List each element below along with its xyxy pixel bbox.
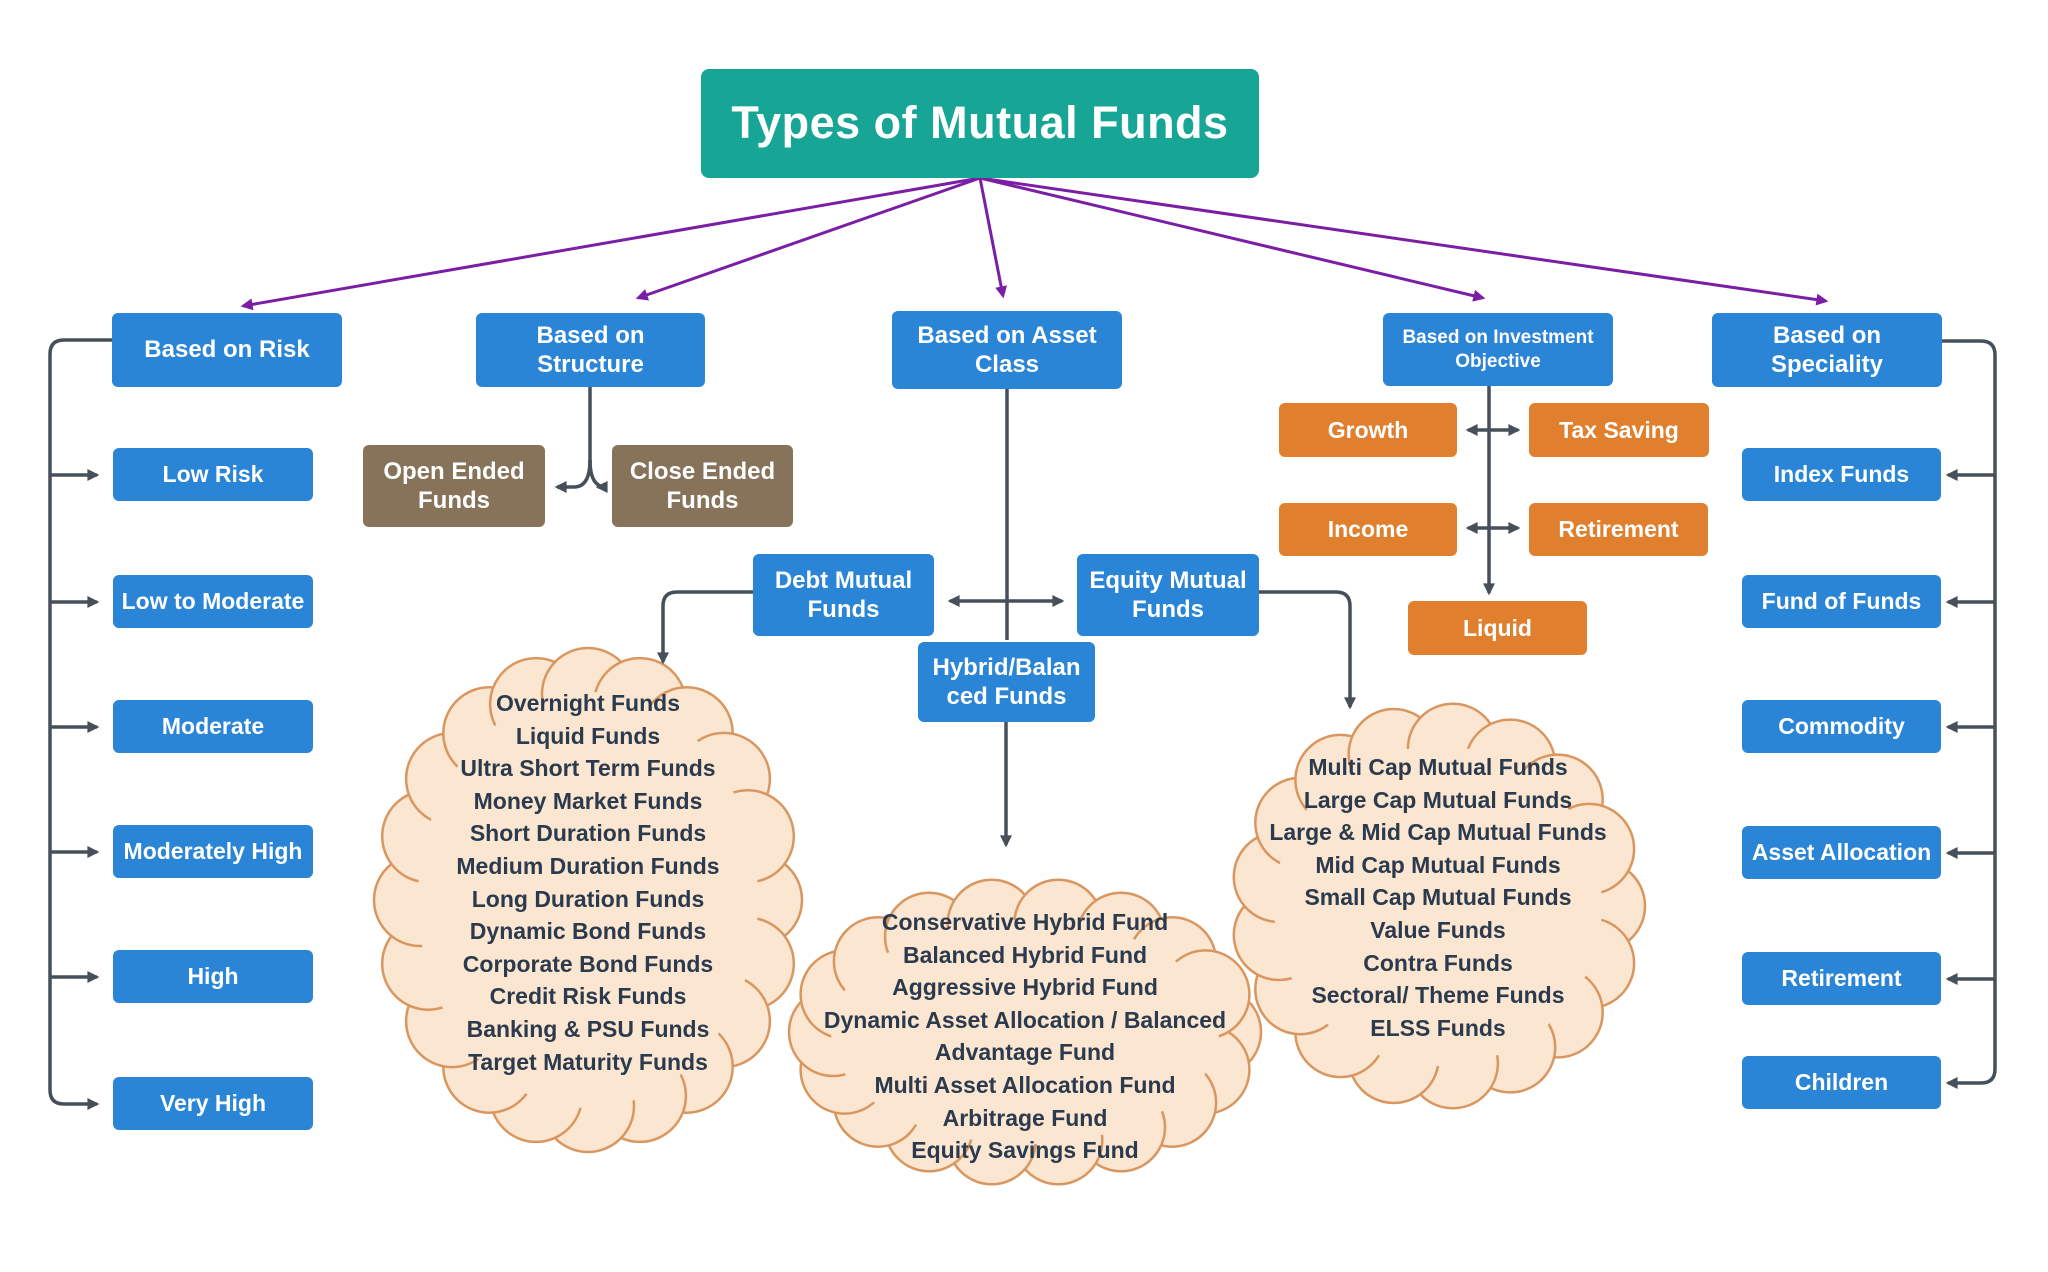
asset-hybrid-balanced-funds: Hybrid/Balanced Funds: [918, 642, 1095, 722]
debt-fund-item: Banking & PSU Funds: [466, 1015, 710, 1042]
hybrid-cloud: [787, 878, 1263, 1186]
debt-fund-item: Medium Duration Funds: [456, 852, 720, 879]
equity-cloud-list: Multi Cap Mutual Funds Large Cap Mutual …: [1218, 751, 1658, 1044]
structure-open-ended-funds: Open Ended Funds: [363, 445, 545, 527]
equity-fund-item: Sectoral/ Theme Funds: [1311, 982, 1565, 1009]
hybrid-fund-item: Balanced Hybrid Fund: [902, 941, 1148, 968]
title-fan-arrows: [240, 176, 1829, 311]
debt-fund-item: Target Maturity Funds: [468, 1048, 708, 1075]
risk-item-low-to-moderate: Low to Moderate: [113, 575, 313, 628]
equity-fund-item: Value Funds: [1370, 916, 1506, 943]
risk-item-low-risk: Low Risk: [113, 448, 313, 501]
hybrid-fund-item: Equity Savings Fund: [911, 1137, 1139, 1164]
category-based-on-structure: Based on Structure: [476, 313, 705, 387]
speciality-item-commodity: Commodity: [1742, 700, 1941, 753]
debt-fund-item: Long Duration Funds: [471, 885, 705, 912]
risk-item-moderate: Moderate: [113, 700, 313, 753]
debt-fund-item: Overnight Funds: [496, 690, 680, 716]
speciality-tree-connectors: [1942, 339, 1997, 1089]
equity-fund-item: Mid Cap Mutual Funds: [1315, 851, 1561, 878]
speciality-item-index-funds: Index Funds: [1742, 448, 1941, 501]
risk-tree-connectors: [48, 338, 112, 1110]
risk-item-moderately-high: Moderately High: [113, 825, 313, 878]
asset-equity-mutual-funds: Equity Mutual Funds: [1077, 554, 1259, 636]
debt-fund-item: Money Market Funds: [473, 787, 703, 814]
category-based-on-risk: Based on Risk: [112, 313, 342, 387]
objective-income: Income: [1279, 503, 1457, 556]
equity-fund-item: Contra Funds: [1363, 949, 1513, 976]
category-based-on-asset-class: Based on Asset Class: [892, 311, 1122, 389]
debt-fund-item: Liquid Funds: [515, 722, 661, 749]
debt-cloud: [372, 646, 804, 1154]
debt-fund-item: Dynamic Bond Funds: [469, 918, 707, 945]
risk-item-high: High: [113, 950, 313, 1003]
speciality-item-fund-of-funds: Fund of Funds: [1742, 575, 1941, 628]
debt-fund-item: Short Duration Funds: [469, 820, 707, 847]
speciality-item-children: Children: [1742, 1056, 1941, 1109]
asset-debt-mutual-funds: Debt Mutual Funds: [753, 554, 934, 636]
asset-class-connectors: [657, 389, 1356, 848]
equity-fund-item: Large & Mid Cap Mutual Funds: [1269, 819, 1607, 846]
hybrid-fund-item: Conservative Hybrid Fund: [881, 909, 1169, 935]
objective-connectors: [1465, 386, 1521, 596]
debt-cloud-list: Overnight Funds Liquid Funds Ultra Short…: [368, 687, 808, 1078]
hybrid-fund-item: Aggressive Hybrid Fund: [892, 974, 1158, 1001]
objective-retirement: Retirement: [1529, 503, 1708, 556]
equity-fund-item: Multi Cap Mutual Funds: [1308, 754, 1568, 780]
equity-fund-item: Large Cap Mutual Funds: [1303, 786, 1573, 813]
debt-fund-item: Ultra Short Term Funds: [460, 755, 716, 782]
equity-fund-item: ELSS Funds: [1370, 1014, 1506, 1041]
structure-connectors: [554, 387, 608, 493]
equity-cloud: [1232, 702, 1647, 1110]
diagram-title: Types of Mutual Funds: [701, 69, 1259, 178]
speciality-item-retirement: Retirement: [1742, 952, 1941, 1005]
objective-liquid: Liquid: [1408, 601, 1587, 655]
debt-fund-item: Corporate Bond Funds: [462, 950, 714, 977]
hybrid-cloud-list: Conservative Hybrid Fund Balanced Hybrid…: [790, 906, 1260, 1167]
structure-close-ended-funds: Close Ended Funds: [612, 445, 793, 527]
equity-fund-item: Small Cap Mutual Funds: [1304, 884, 1572, 911]
speciality-item-asset-allocation: Asset Allocation: [1742, 826, 1941, 879]
objective-tax-saving: Tax Saving: [1529, 403, 1709, 457]
category-based-on-investment-objective: Based on Investment Objective: [1383, 313, 1613, 386]
category-based-on-speciality: Based on Speciality: [1712, 313, 1942, 387]
hybrid-fund-item: Dynamic Asset Allocation / Balanced Adva…: [823, 1006, 1227, 1066]
debt-fund-item: Credit Risk Funds: [489, 983, 687, 1010]
risk-item-very-high: Very High: [113, 1077, 313, 1130]
hybrid-fund-item: Multi Asset Allocation Fund: [874, 1071, 1176, 1098]
objective-growth: Growth: [1279, 403, 1457, 457]
hybrid-fund-item: Arbitrage Fund: [942, 1104, 1108, 1131]
